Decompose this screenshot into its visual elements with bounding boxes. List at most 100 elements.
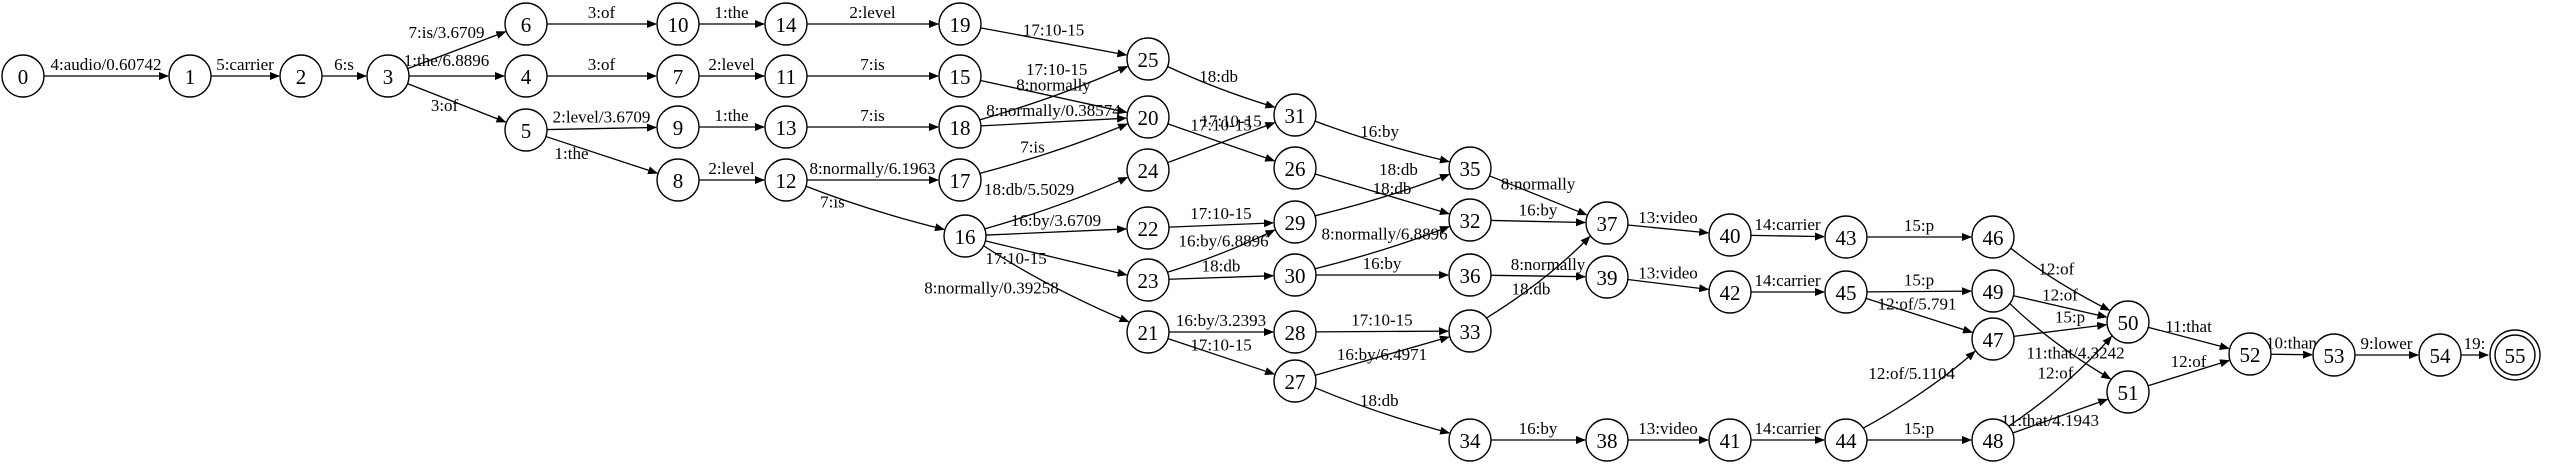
arc-label-32-37: 16:by bbox=[1519, 200, 1558, 219]
arc-label-27-34: 18:db bbox=[1360, 391, 1399, 410]
state-18: 18 bbox=[938, 105, 982, 149]
arc-23-29 bbox=[1167, 229, 1276, 273]
state-1: 1 bbox=[168, 54, 212, 98]
arc-label-19-25: 17:10-15 bbox=[1023, 20, 1084, 39]
arc-label-51-52: 12:of bbox=[2171, 352, 2207, 371]
arc-label-18-20: 8:normally/0.38574 bbox=[986, 101, 1121, 120]
arc-33-37 bbox=[1486, 235, 1591, 319]
arc-label-50-52: 11:that bbox=[2165, 317, 2212, 336]
arc-label-16-23: 17:10-15 bbox=[985, 249, 1046, 268]
state-22: 22 bbox=[1126, 206, 1170, 250]
state-43: 43 bbox=[1824, 215, 1868, 259]
state-44: 44 bbox=[1824, 418, 1868, 462]
arc-label-45-47: 12:of/5.791 bbox=[1878, 294, 1957, 313]
state-35: 35 bbox=[1448, 146, 1492, 190]
arc-16-24 bbox=[984, 176, 1129, 230]
state-label-43: 43 bbox=[1836, 226, 1857, 250]
state-label-8: 8 bbox=[673, 169, 684, 193]
arc-label-15-20: 8:normally bbox=[1016, 75, 1091, 94]
state-49: 49 bbox=[1971, 269, 2015, 313]
state-7: 7 bbox=[656, 54, 700, 98]
state-label-36: 36 bbox=[1460, 264, 1481, 288]
arc-label-30-32: 8:normally/6.8896 bbox=[1322, 224, 1448, 243]
arc-20-26 bbox=[1167, 123, 1276, 162]
state-label-28: 28 bbox=[1285, 321, 1306, 345]
arc-label-30-36: 16:by bbox=[1363, 254, 1402, 273]
arc-label-17-20: 7:is bbox=[1020, 137, 1045, 156]
state-16: 16 bbox=[943, 214, 987, 258]
arc-label-22-29: 17:10-15 bbox=[1190, 204, 1251, 223]
state-label-13: 13 bbox=[776, 116, 797, 140]
arc-21-27 bbox=[1167, 338, 1276, 375]
state-48: 48 bbox=[1971, 418, 2015, 462]
state-0: 0 bbox=[1, 54, 45, 98]
state-3: 3 bbox=[366, 54, 410, 98]
arc-45-49 bbox=[1866, 287, 1972, 296]
state-50: 50 bbox=[2106, 300, 2150, 344]
arc-47-50 bbox=[2013, 321, 2108, 338]
arc-label-16-21: 8:normally/0.39258 bbox=[924, 279, 1059, 298]
arc-16-21 bbox=[983, 245, 1130, 323]
arc-label-12-16: 7:is bbox=[820, 193, 845, 212]
arc-label-23-30: 18:db bbox=[1202, 257, 1241, 276]
arc-label-0-1: 4:audio/0.60742 bbox=[51, 55, 162, 74]
arc-18-20 bbox=[980, 114, 1128, 127]
state-label-52: 52 bbox=[2240, 343, 2261, 367]
arc-15-20 bbox=[980, 79, 1128, 115]
arc-27-33 bbox=[1315, 335, 1450, 376]
arc-19-25 bbox=[980, 27, 1128, 58]
state-label-54: 54 bbox=[2430, 344, 2452, 368]
state-28: 28 bbox=[1273, 310, 1317, 354]
state-52: 52 bbox=[2228, 332, 2272, 376]
state-label-2: 2 bbox=[296, 65, 307, 89]
arc-label-25-31: 18:db bbox=[1199, 67, 1238, 86]
arc-18-25 bbox=[979, 65, 1129, 121]
arc-label-23-29: 16:by/6.8896 bbox=[1178, 231, 1268, 250]
arc-46-50 bbox=[2010, 247, 2111, 311]
arc-label-16-22: 16:by/3.6709 bbox=[1011, 211, 1101, 230]
state-label-51: 51 bbox=[2118, 381, 2139, 405]
arc-label-47-50: 15:p bbox=[2055, 308, 2085, 327]
state-20: 20 bbox=[1126, 95, 1170, 139]
state-24: 24 bbox=[1126, 148, 1170, 192]
state-label-4: 4 bbox=[521, 65, 532, 89]
arc-label-3-6: 7:is/3.6709 bbox=[409, 23, 485, 42]
arc-label-44-48: 15:p bbox=[1904, 419, 1934, 438]
arc-49-51 bbox=[2009, 303, 2112, 380]
arc-27-34 bbox=[1314, 387, 1451, 435]
arc-26-32 bbox=[1314, 173, 1450, 216]
state-47: 47 bbox=[1971, 317, 2015, 361]
state-11: 11 bbox=[764, 54, 808, 98]
arc-label-8-12: 2:level bbox=[708, 159, 755, 178]
state-label-15: 15 bbox=[950, 65, 971, 89]
arc-label-54-55: 19: bbox=[2464, 334, 2486, 353]
arc-39-42 bbox=[1627, 278, 1710, 293]
state-55: 55 bbox=[2489, 329, 2541, 381]
state-label-1: 1 bbox=[185, 65, 196, 89]
state-label-44: 44 bbox=[1836, 429, 1858, 453]
state-15: 15 bbox=[938, 54, 982, 98]
arc-37-40 bbox=[1627, 224, 1710, 236]
state-label-26: 26 bbox=[1285, 157, 1306, 181]
arc-label-18-25: 17:10-15 bbox=[1026, 60, 1087, 79]
state-9: 9 bbox=[656, 105, 700, 149]
arc-label-37-40: 13:video bbox=[1638, 208, 1698, 227]
arc-label-14-19: 2:level bbox=[849, 3, 896, 22]
state-12: 12 bbox=[764, 158, 808, 202]
arc-label-33-37: 18:db bbox=[1512, 280, 1551, 299]
state-6: 6 bbox=[504, 2, 548, 46]
arc-label-42-45: 14:carrier bbox=[1754, 271, 1820, 290]
state-label-0: 0 bbox=[18, 65, 29, 89]
state-label-5: 5 bbox=[521, 119, 532, 143]
state-8: 8 bbox=[656, 158, 700, 202]
state-label-39: 39 bbox=[1597, 266, 1618, 290]
state-37: 37 bbox=[1585, 201, 1629, 245]
state-2: 2 bbox=[279, 54, 323, 98]
arc-label-49-51: 11:that/4.3242 bbox=[2027, 343, 2125, 362]
arc-40-43 bbox=[1750, 232, 1825, 241]
arc-22-29 bbox=[1168, 219, 1275, 228]
state-40: 40 bbox=[1708, 213, 1752, 257]
state-13: 13 bbox=[764, 105, 808, 149]
state-label-11: 11 bbox=[776, 65, 796, 89]
